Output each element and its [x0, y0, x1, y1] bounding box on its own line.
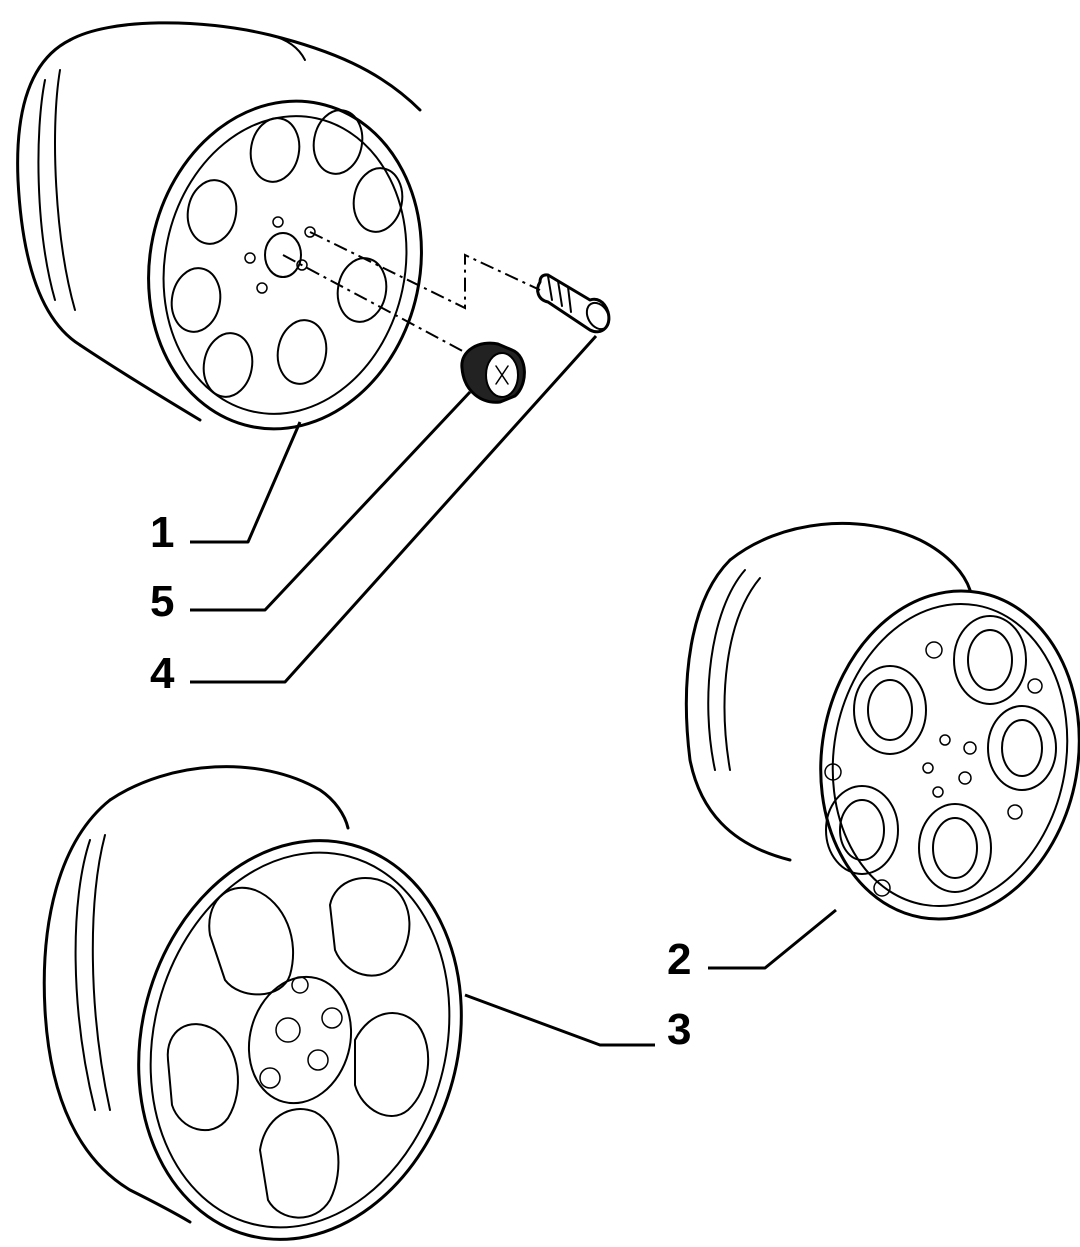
explode-lines	[282, 231, 541, 356]
leader-1	[190, 421, 302, 544]
wheel-2-holes	[825, 615, 1057, 893]
callout-5: 5	[150, 577, 174, 626]
wheel-1-holes	[170, 109, 404, 398]
leader-3	[464, 993, 655, 1047]
leader-lines	[190, 334, 837, 1047]
callout-2: 2	[667, 935, 691, 984]
callout-3: 3	[667, 1005, 691, 1054]
wheel-part-3	[42, 765, 463, 1241]
wheel-3-holes	[166, 876, 430, 1219]
leader-2	[708, 908, 837, 970]
callout-1: 1	[150, 508, 174, 557]
leader-5	[190, 390, 472, 612]
valve-stem-part-4	[536, 273, 611, 334]
wheel-part-1	[16, 21, 423, 431]
wheel-part-2	[684, 521, 1080, 921]
callout-numbers: 1 5 4 2 3	[150, 508, 691, 1054]
leader-4	[190, 334, 598, 684]
centre-cap-part-5	[460, 341, 526, 404]
callout-4: 4	[150, 649, 175, 698]
